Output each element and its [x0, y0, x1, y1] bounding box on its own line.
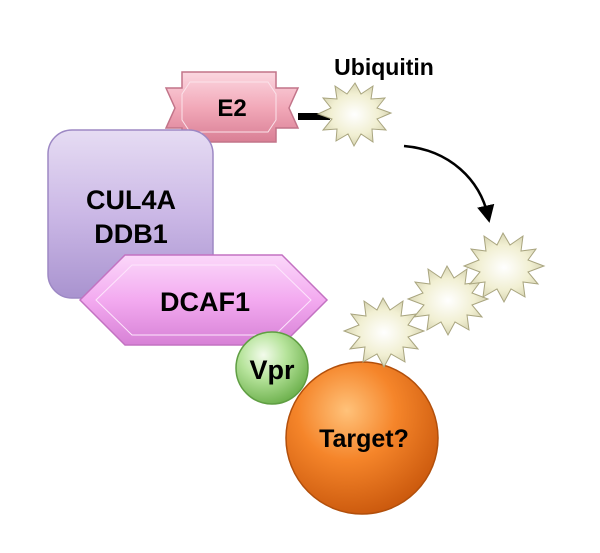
- dcaf1-label: DCAF1: [160, 287, 250, 317]
- ubiquitin-chain-3-icon: [462, 231, 546, 304]
- target-label: Target?: [319, 425, 409, 453]
- vpr-label: Vpr: [249, 355, 295, 385]
- dcaf1-inner-bevel: [95, 264, 312, 336]
- e2-inner-bevel: [181, 81, 277, 133]
- e2-label: E2: [217, 95, 246, 122]
- ubiquitin-chain-1-icon: [342, 296, 426, 369]
- e2-ubiquitin-link: [298, 113, 330, 120]
- ddb1-label: DDB1: [94, 219, 168, 249]
- vpr-circle: [235, 331, 309, 405]
- ubiquitin-free-icon: [316, 82, 393, 148]
- target-circle: [285, 361, 439, 515]
- e2-shape: [164, 71, 300, 143]
- dcaf1-hexagon: [78, 254, 329, 346]
- ubiquitin-label: Ubiquitin: [334, 54, 434, 80]
- cul4a-label: CUL4A: [86, 185, 176, 215]
- transfer-arrow: [403, 144, 495, 223]
